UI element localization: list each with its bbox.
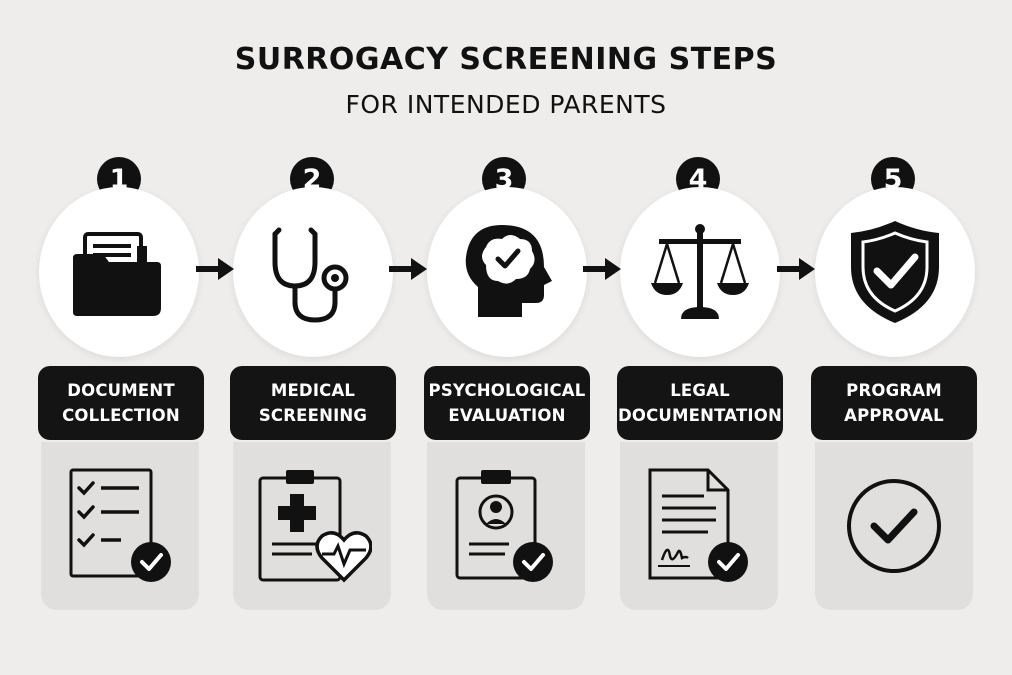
signed-document-icon	[648, 468, 748, 582]
step-4-label-line1: LEGAL	[670, 381, 730, 400]
step-3-label: PSYCHOLOGICAL EVALUATION	[424, 366, 590, 440]
step-1-icon-circle	[39, 187, 199, 357]
step-2-icon-circle	[233, 187, 393, 357]
step-5-label-line2: APPROVAL	[844, 406, 944, 425]
step-3-label-line2: EVALUATION	[448, 406, 566, 425]
brain-head-icon	[465, 225, 552, 317]
shield-check-icon	[851, 221, 939, 323]
step-3-label-line1: PSYCHOLOGICAL	[428, 381, 586, 400]
step-1-label: DOCUMENT COLLECTION	[38, 366, 204, 440]
step-5-label-line1: PROGRAM	[846, 381, 942, 400]
arrow-3-to-4	[583, 258, 621, 280]
step-4-label-line2: DOCUMENTATION	[617, 406, 783, 425]
step-1-detail-card	[41, 442, 199, 610]
step-2-label-line1: MEDICAL	[270, 381, 356, 400]
check-circle-icon	[847, 479, 941, 573]
medical-clipboard-icon	[258, 470, 372, 583]
arrow-2-to-3	[389, 258, 427, 280]
step-2-detail-card	[233, 442, 391, 610]
step-5-icon-circle	[815, 187, 975, 357]
folder-icon	[73, 232, 161, 316]
step-3-icon-circle	[427, 187, 587, 357]
step-4-label: LEGAL DOCUMENTATION	[617, 366, 783, 440]
page-title: SURROGACY SCREENING STEPS	[234, 42, 778, 77]
step-2-label-line2: SCREENING	[258, 406, 368, 425]
step-4-icon-circle	[620, 187, 780, 357]
page-subtitle: FOR INTENDED PARENTS	[345, 90, 667, 119]
step-1-label-line2: COLLECTION	[62, 406, 180, 425]
stethoscope-icon	[272, 227, 349, 323]
step-5-label: PROGRAM APPROVAL	[811, 366, 977, 440]
step-1-label-line1: DOCUMENT	[67, 381, 175, 400]
profile-clipboard-icon	[455, 470, 553, 582]
step-4-detail-card	[620, 442, 778, 610]
arrow-4-to-5	[777, 258, 815, 280]
step-5-detail-card	[815, 442, 973, 610]
arrow-1-to-2	[196, 258, 234, 280]
step-3-detail-card	[427, 442, 585, 610]
checklist-icon	[69, 468, 171, 582]
scales-icon	[651, 224, 749, 319]
step-2-label: MEDICAL SCREENING	[230, 366, 396, 440]
